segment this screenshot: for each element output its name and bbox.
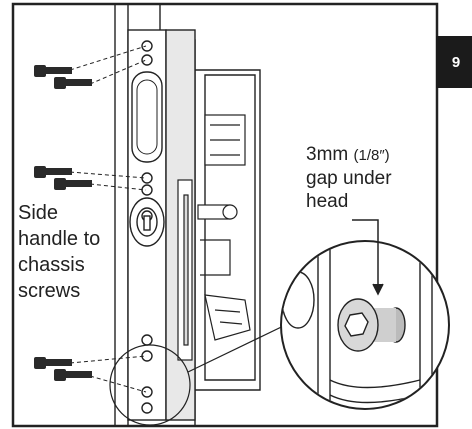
screw-group-middle — [34, 166, 147, 191]
step-number-badge: 9 — [436, 36, 472, 88]
side-handle-label-line: Side — [18, 202, 59, 224]
hex-socket-screw-icon — [34, 65, 72, 77]
gap-measure-imperial: (1/8″) — [353, 147, 390, 164]
side-handle-label-line: chassis — [18, 254, 85, 276]
hex-socket-screw-icon — [54, 77, 92, 89]
hex-socket-screw-icon — [54, 178, 92, 190]
gap-label-line: head — [306, 191, 349, 212]
screw-group-top — [34, 45, 147, 89]
gap-pointer-arrow — [352, 219, 384, 296]
gap-label: 3mm (1/8″) gap under head — [306, 143, 472, 213]
gap-label-line: gap under — [306, 168, 392, 189]
side-handle-label-line: handle to — [18, 228, 101, 250]
magnified-detail — [280, 240, 450, 410]
side-handle-label: Side handle to chassis screws — [18, 200, 138, 304]
hex-socket-screw-icon — [54, 369, 92, 381]
hex-socket-screw-icon — [34, 166, 72, 178]
screw-group-bottom — [34, 355, 147, 393]
hex-socket-screw-icon — [34, 357, 72, 369]
step-number: 9 — [451, 53, 461, 71]
diagram-border — [11, 2, 439, 428]
lock-mechanism — [177, 114, 251, 361]
hex-socket-screw-icon — [337, 298, 406, 352]
side-handle-label-line: screws — [18, 280, 81, 302]
gap-measure: 3mm — [306, 144, 349, 165]
detail-callout-circle — [109, 344, 191, 426]
